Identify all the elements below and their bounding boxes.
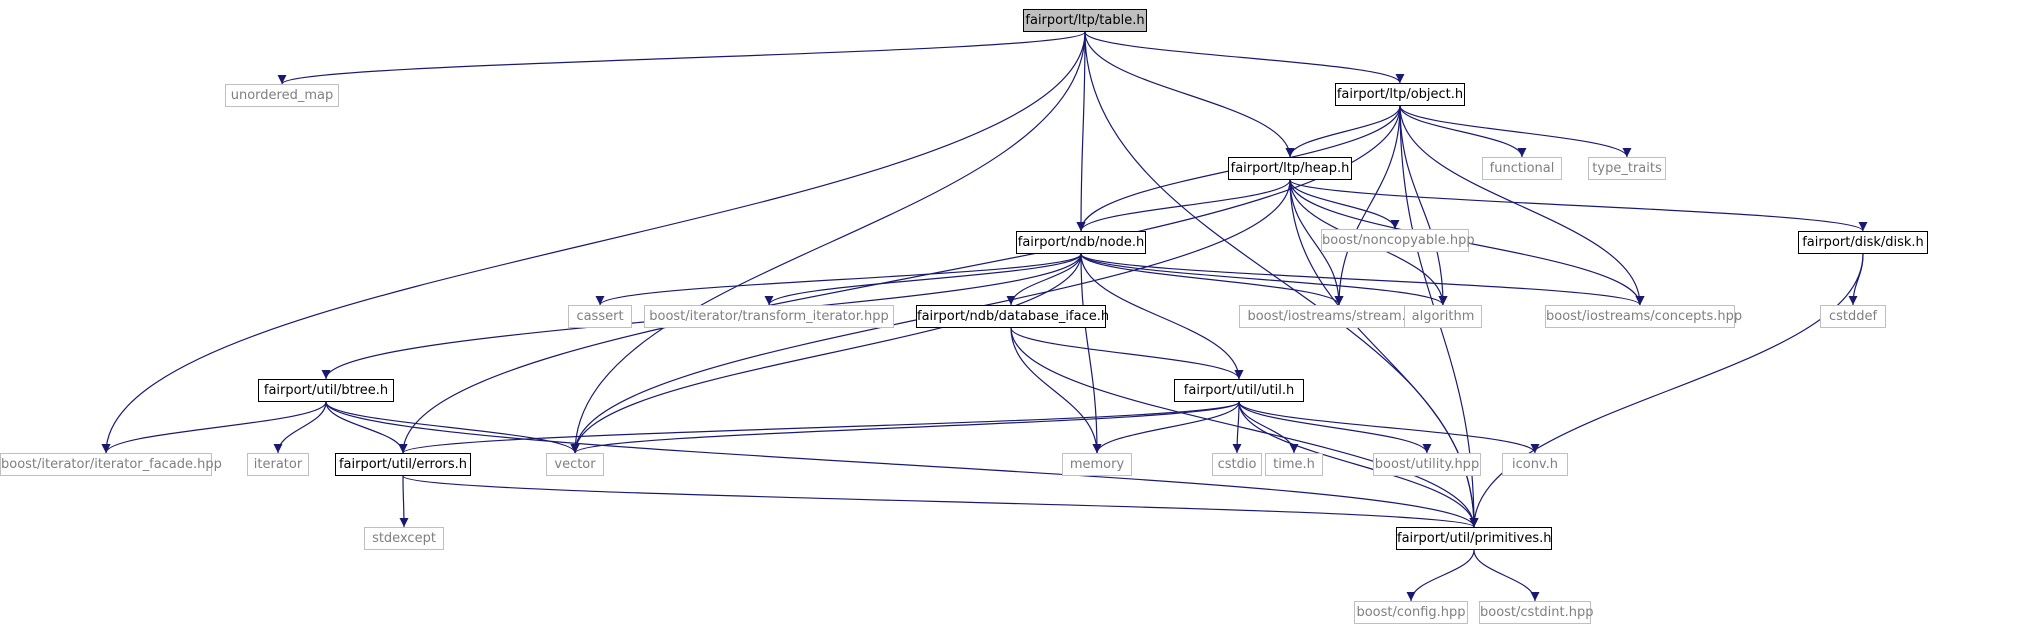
edge-util-h-to-vector xyxy=(570,401,1240,454)
edge-node-h-to-vector xyxy=(570,253,1082,454)
edge-util-h-to-cstdio xyxy=(1232,401,1242,454)
edge-util-h-to-utility-hpp xyxy=(1238,401,1432,454)
edge-errors-h-to-primitives-h xyxy=(402,475,1479,528)
node-memory[interactable]: memory xyxy=(1062,453,1132,476)
node-config-hpp[interactable]: boost/config.hpp xyxy=(1354,601,1468,624)
edge-table-h-to-unordered-map xyxy=(277,31,1086,85)
edge-disk-h-to-cstddef xyxy=(1848,253,1864,306)
node-node-h[interactable]: fairport/ndb/node.h xyxy=(1016,231,1146,254)
edge-primitives-h-to-cstdint-hpp xyxy=(1473,549,1540,602)
edge-object-h-to-concepts-hpp xyxy=(1399,105,1645,306)
edge-table-h-to-vector xyxy=(570,31,1086,454)
edge-database-iface-h-to-primitives-h xyxy=(1010,327,1479,528)
edge-table-h-to-node-h xyxy=(1076,31,1086,232)
node-concepts-hpp[interactable]: boost/iostreams/concepts.hpp xyxy=(1545,305,1742,328)
node-database-iface-h[interactable]: fairport/ndb/database_iface.h xyxy=(916,305,1109,328)
edge-object-h-to-type-traits xyxy=(1399,105,1632,158)
edge-primitives-h-to-config-hpp xyxy=(1406,549,1475,602)
node-primitives-h[interactable]: fairport/util/primitives.h xyxy=(1396,527,1552,550)
edge-node-h-to-cassert xyxy=(595,253,1082,306)
edge-node-h-to-memory xyxy=(1080,253,1102,454)
node-algorithm[interactable]: algorithm xyxy=(1404,305,1482,328)
node-transform-iterator[interactable]: boost/iterator/transform_iterator.hpp xyxy=(644,305,894,328)
edge-util-h-to-primitives-h xyxy=(1238,401,1479,528)
edge-util-h-to-time-h xyxy=(1238,401,1299,454)
edge-btree-h-to-vector xyxy=(325,401,580,454)
node-table-h[interactable]: fairport/ltp/table.h xyxy=(1023,9,1147,32)
edge-node-h-to-transform-iterator xyxy=(764,253,1082,306)
node-noncopyable[interactable]: boost/noncopyable.hpp xyxy=(1321,229,1475,252)
edge-table-h-to-object-h xyxy=(1084,31,1405,84)
node-type-traits[interactable]: type_traits xyxy=(1588,157,1666,180)
node-iterator-facade[interactable]: boost/iterator/iterator_facade.hpp xyxy=(0,453,222,476)
edge-node-h-to-concepts-hpp xyxy=(1080,253,1645,306)
node-object-h[interactable]: fairport/ltp/object.h xyxy=(1335,83,1465,106)
edge-heap-h-to-stream-hpp xyxy=(1289,179,1344,306)
edge-object-h-to-heap-h xyxy=(1285,105,1401,158)
edge-util-h-to-errors-h xyxy=(398,401,1240,454)
edge-database-iface-h-to-memory xyxy=(1010,327,1102,454)
node-stream-hpp[interactable]: boost/iostreams/stream.hpp xyxy=(1239,305,1439,328)
node-cstdio[interactable]: cstdio xyxy=(1212,453,1262,476)
edge-node-h-to-util-h xyxy=(1080,253,1244,380)
edge-btree-h-to-primitives-h xyxy=(325,401,1479,528)
edge-disk-h-to-primitives-h xyxy=(1469,253,1864,528)
edge-layer xyxy=(101,31,1868,602)
node-cstdint-hpp[interactable]: boost/cstdint.hpp xyxy=(1479,601,1594,624)
node-unordered-map[interactable]: unordered_map xyxy=(225,84,339,107)
edge-util-h-to-iconv-h xyxy=(1238,401,1540,454)
edge-node-h-to-algorithm xyxy=(1080,253,1448,306)
edge-database-iface-h-to-util-h xyxy=(1010,327,1244,380)
edge-object-h-to-stream-hpp xyxy=(1334,105,1401,306)
edge-node-h-to-database-iface-h xyxy=(1006,253,1082,306)
edge-errors-h-to-stdexcept xyxy=(399,475,409,528)
node-util-h[interactable]: fairport/util/util.h xyxy=(1174,379,1304,402)
node-functional[interactable]: functional xyxy=(1482,157,1562,180)
edge-object-h-to-algorithm xyxy=(1399,105,1448,306)
node-disk-h[interactable]: fairport/disk/disk.h xyxy=(1798,231,1928,254)
edge-btree-h-to-iterator xyxy=(273,401,327,454)
edge-table-h-to-heap-h xyxy=(1084,31,1295,158)
edge-object-h-to-functional xyxy=(1399,105,1527,158)
node-btree-h[interactable]: fairport/util/btree.h xyxy=(258,379,394,402)
node-time-h[interactable]: time.h xyxy=(1265,453,1323,476)
node-iterator[interactable]: iterator xyxy=(247,453,309,476)
node-heap-h[interactable]: fairport/ltp/heap.h xyxy=(1228,157,1352,180)
edge-table-h-to-iterator-facade xyxy=(101,31,1086,454)
node-cstddef[interactable]: cstddef xyxy=(1820,305,1886,328)
edge-btree-h-to-iterator-facade xyxy=(101,401,327,454)
node-utility-hpp[interactable]: boost/utility.hpp xyxy=(1373,453,1481,476)
node-stdexcept[interactable]: stdexcept xyxy=(364,527,444,550)
node-errors-h[interactable]: fairport/util/errors.h xyxy=(335,453,471,476)
edge-util-h-to-memory xyxy=(1092,401,1240,454)
node-vector[interactable]: vector xyxy=(546,453,604,476)
edge-heap-h-to-disk-h xyxy=(1289,179,1868,232)
node-cassert[interactable]: cassert xyxy=(568,305,632,328)
edge-heap-h-to-noncopyable xyxy=(1289,179,1400,230)
edge-heap-h-to-node-h xyxy=(1076,179,1291,232)
edge-node-h-to-stream-hpp xyxy=(1080,253,1344,306)
node-iconv-h[interactable]: iconv.h xyxy=(1502,453,1568,476)
